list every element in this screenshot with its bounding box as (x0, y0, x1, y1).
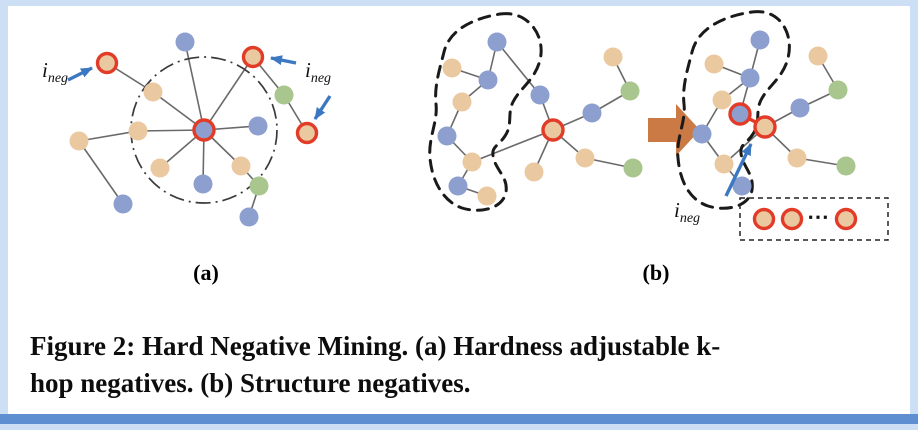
negative-node (95, 51, 119, 75)
neg-pointer-arrow (270, 55, 297, 66)
graph-node (442, 58, 462, 78)
graph-node (740, 68, 760, 88)
graph-node (603, 47, 623, 67)
negative-sample-node (752, 207, 776, 231)
negative-sample-node (780, 207, 804, 231)
graph-node (692, 124, 712, 144)
i-neg-symbol: i (305, 58, 311, 82)
i-neg-symbol: i (42, 58, 48, 82)
graph-node (128, 121, 148, 141)
neg-pointer-arrow (313, 95, 332, 120)
graph-node (69, 131, 89, 151)
graph-node (248, 116, 268, 136)
graph-node (620, 81, 640, 101)
panel-a-graph (67, 32, 332, 227)
negative-sample-node (834, 207, 858, 231)
anchor-node (541, 118, 565, 142)
graph-node (790, 98, 810, 118)
panel-b-left-graph (428, 12, 643, 212)
anchor-node (753, 115, 777, 139)
neg-pointer-arrow (724, 143, 753, 197)
graph-node (732, 176, 752, 196)
neg-pointer-arrow (67, 66, 93, 82)
graph-node (712, 90, 732, 110)
panel-b-label: (b) (642, 260, 670, 285)
graph-node (448, 176, 468, 196)
graph-node (478, 70, 498, 90)
i-neg-subscript: neg (310, 71, 332, 87)
panel-a-label: (a) (193, 260, 219, 285)
graph-node (143, 82, 163, 102)
graph-node (437, 126, 457, 146)
graph-node (750, 30, 770, 50)
figure-caption-line2: hop negatives. (b) Structure negatives. (30, 368, 471, 398)
graph-node (836, 156, 856, 176)
graph-node (150, 158, 170, 178)
structure-boundary-blob (676, 10, 791, 210)
i-neg-subscript: neg (679, 211, 701, 227)
graph-node (582, 103, 602, 123)
graph-node (623, 158, 643, 178)
graph-node (452, 92, 472, 112)
figure-caption: Figure 2: Hard Negative Mining. (a) Hard… (30, 328, 886, 402)
panel-b-right-graph (676, 10, 889, 241)
figure-caption-line1: Figure 2: Hard Negative Mining. (a) Hard… (30, 331, 721, 361)
graph-node (808, 46, 828, 66)
graph-node (274, 85, 294, 105)
figure-diagram (67, 10, 889, 241)
graph-node (524, 162, 544, 182)
page-bottom-rule (0, 414, 918, 424)
i-neg-label: ineg (674, 198, 700, 227)
i-neg-label: ineg (42, 58, 68, 87)
negative-node (241, 45, 265, 69)
graph-node (239, 207, 259, 227)
negative-node (295, 121, 319, 145)
structure-negatives-box (739, 197, 889, 241)
graph-node (787, 148, 807, 168)
graph-node (193, 174, 213, 194)
negative-node (728, 102, 752, 126)
graph-node (249, 176, 269, 196)
graph-node (175, 32, 195, 52)
i-neg-subscript: neg (47, 71, 69, 87)
graph-node (704, 54, 724, 74)
graph-node (113, 194, 133, 214)
graph-node (477, 186, 497, 206)
graph-node (487, 32, 507, 52)
graph-node (828, 80, 848, 100)
anchor-node (192, 118, 216, 142)
figure-content: ineg ineg ineg ⋯ (a) (b) Figure 2: Hard … (8, 6, 910, 414)
graph-node (714, 154, 734, 174)
graph-node (530, 85, 550, 105)
i-neg-label: ineg (305, 58, 331, 87)
graph-node (462, 152, 482, 172)
ellipsis-label: ⋯ (807, 204, 829, 229)
graph-node (575, 148, 595, 168)
i-neg-symbol: i (674, 198, 680, 222)
graph-node (231, 156, 251, 176)
transform-arrow (648, 104, 700, 156)
structure-boundary-blob (428, 12, 543, 212)
